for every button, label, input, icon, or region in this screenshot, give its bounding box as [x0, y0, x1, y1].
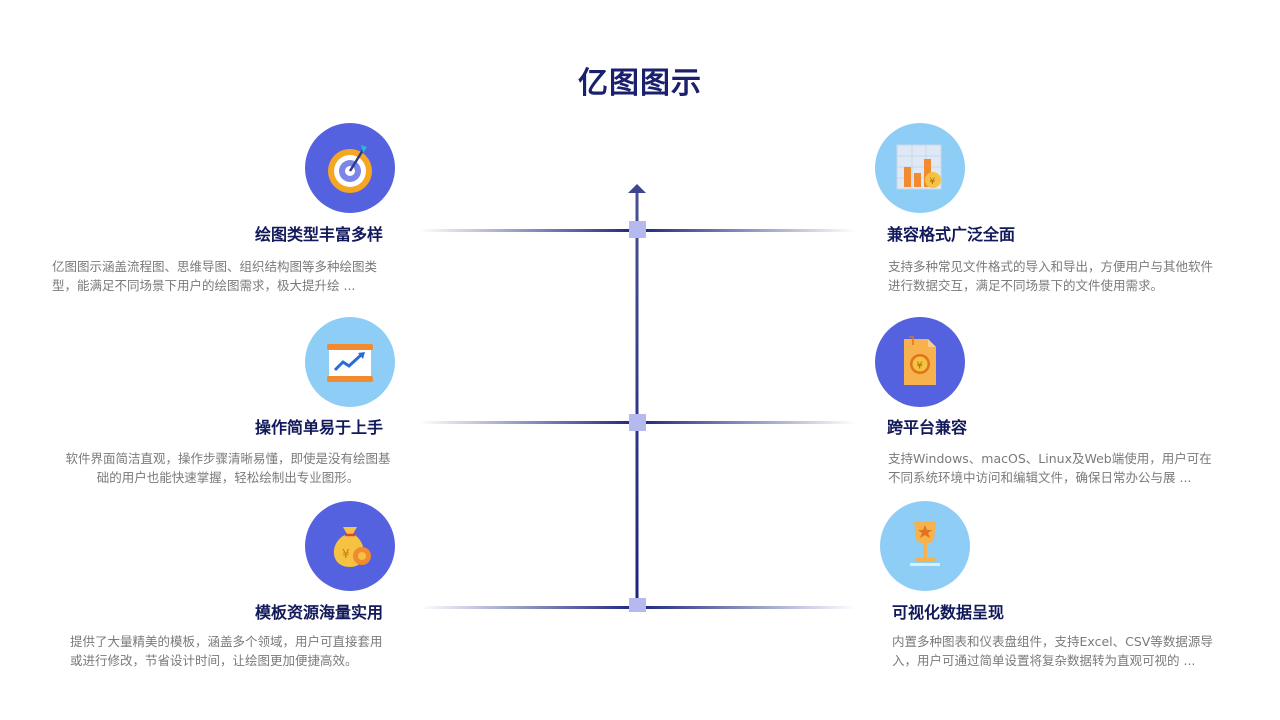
document-coin-icon: ¥: [875, 317, 965, 407]
axis-node: [629, 414, 646, 431]
svg-text:¥: ¥: [342, 547, 350, 561]
connector-row-1: [420, 221, 855, 238]
feature-heading: 兼容格式广泛全面: [887, 225, 1016, 244]
feature-heading: 绘图类型丰富多样: [254, 225, 383, 244]
feature-heading: 模板资源海量实用: [254, 603, 383, 622]
feature-description: 支持Windows、macOS、Linux及Web端使用，用户可在不同系统环境中…: [888, 451, 1212, 485]
feature-heading: 可视化数据呈现: [892, 603, 1005, 622]
svg-text:¥: ¥: [917, 361, 923, 372]
feature-description: 支持多种常见文件格式的导入和导出，方便用户与其他软件进行数据交互，满足不同场景下…: [888, 259, 1214, 293]
trophy-icon: [880, 501, 970, 591]
feature-heading: 跨平台兼容: [887, 418, 968, 437]
axis-node: [629, 221, 646, 238]
money-bag-icon: ¥: [305, 501, 395, 591]
chart-board-icon: [305, 317, 395, 407]
connector-row-3: [420, 598, 855, 612]
feature-heading: 操作简单易于上手: [254, 418, 383, 437]
svg-text:¥: ¥: [930, 177, 936, 187]
feature-description: 软件界面简洁直观，操作步骤清晰易懂，即使是没有绘图基础的用户也能快速掌握，轻松绘…: [65, 451, 391, 485]
feature-description: 亿图图示涵盖流程图、思维导图、组织结构图等多种绘图类型，能满足不同场景下用户的绘…: [52, 259, 378, 293]
connector-row-2: [420, 414, 855, 431]
axis-node: [629, 598, 646, 612]
vertical-axis: [635, 192, 639, 606]
page-title: 亿图图示: [578, 66, 702, 101]
target-icon: [305, 123, 395, 213]
bar-chart-icon: ¥: [875, 123, 965, 213]
feature-description: 提供了大量精美的模板，涵盖多个领域，用户可直接套用或进行修改，节省设计时间，让绘…: [70, 634, 383, 668]
feature-description: 内置多种图表和仪表盘组件，支持Excel、CSV等数据源导入，用户可通过简单设置…: [892, 634, 1213, 668]
axis-arrow-icon: [628, 184, 646, 193]
